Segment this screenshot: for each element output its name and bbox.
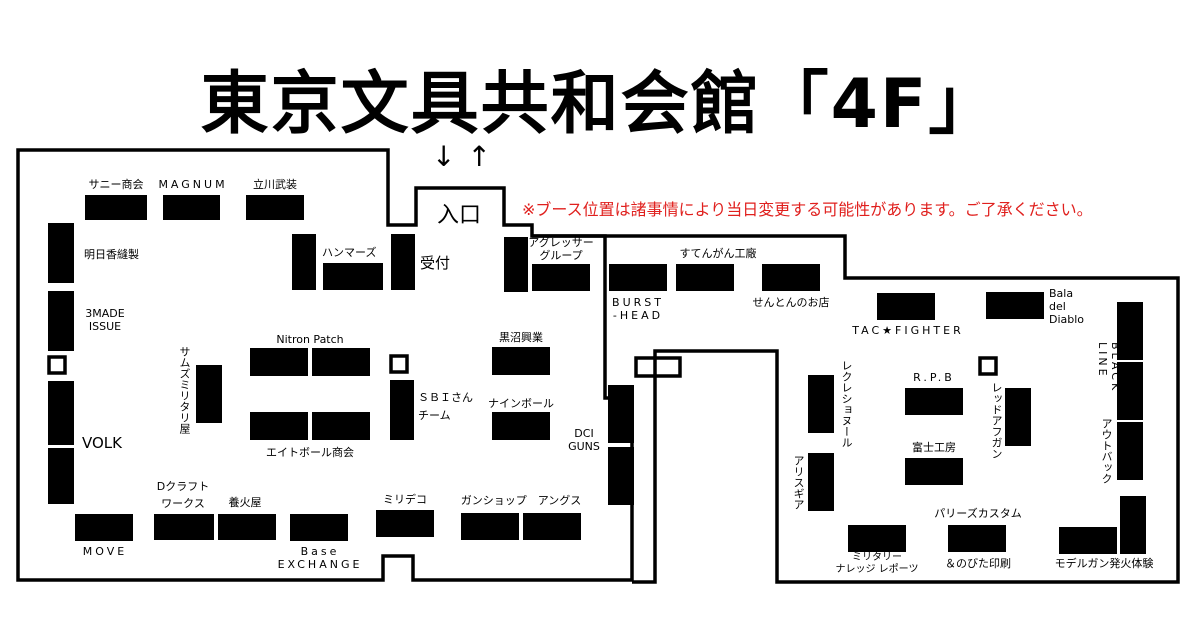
- booth-table-dci-2: [608, 447, 634, 505]
- booth-label-eightball: エイトボール商会: [266, 446, 354, 459]
- booth-label-nineball: ナインボール: [488, 397, 554, 410]
- booth-label-nobita: ＆のびた印刷: [945, 557, 1011, 570]
- booth-table-modelgun-2: [1120, 496, 1146, 554]
- booth-label-burst: BURST -HEAD: [612, 296, 664, 323]
- booth-table-volk-2: [48, 448, 74, 504]
- booth-table-milideco: [376, 510, 434, 537]
- booth-table-magnum: [163, 195, 220, 220]
- booth-table-eight-1: [250, 412, 308, 440]
- entrance-label: 入口: [437, 203, 482, 228]
- booth-table-gunshop-1: [461, 513, 519, 540]
- booth-label-tac: TAC★FIGHTER: [852, 324, 964, 337]
- booth-label-bala: Bala del Diablo: [1049, 287, 1085, 327]
- booth-label-gunshop: ガンショップ アングス: [460, 494, 582, 507]
- booth-table-senton: [762, 264, 820, 291]
- booth-label-pallies: パリーズカスタム: [934, 507, 1022, 520]
- booth-table-aggressor-2: [532, 264, 590, 291]
- booth-table-tachikawa: [246, 195, 304, 220]
- booth-table-fuji: [905, 458, 963, 485]
- booth-label-senton: せんとんのお店: [752, 296, 830, 309]
- booth-label-fuji: 富士工房: [912, 441, 956, 454]
- booth-label-sbi: ＳＢＩさん チーム: [418, 391, 473, 422]
- pillar: [47, 355, 67, 375]
- booth-label-magnum: MAGNUM: [158, 178, 228, 191]
- booth-table-nitron-2: [312, 348, 370, 376]
- booth-label-recreation: レクレショヌール: [840, 360, 853, 448]
- booth-table-volk-1: [48, 381, 74, 445]
- booth-label-asuka: 明日香縫製: [84, 248, 139, 261]
- booth-table-hammers-1: [292, 234, 316, 290]
- booth-label-dci: DCI GUNS: [568, 427, 600, 454]
- booth-label-aggressor: アグレッサー グループ: [528, 236, 594, 263]
- booth-label-alice: アリスギア: [792, 455, 805, 510]
- booth-table-sbi: [390, 380, 414, 440]
- booth-label-reception: 受付: [420, 254, 451, 272]
- booth-table-base: [290, 514, 348, 541]
- booth-label-sunny: サニー商会: [88, 178, 144, 191]
- booth-table-reception: [391, 234, 415, 290]
- booth-table-knowledge: [848, 525, 906, 552]
- booth-table-kuronuma: [492, 347, 550, 375]
- booth-label-tachikawa: 立川武装: [253, 178, 297, 191]
- booth-label-3made: 3MADE ISSUE: [85, 307, 125, 334]
- booth-table-eight-2: [312, 412, 370, 440]
- booth-tables: [48, 195, 1146, 554]
- booth-label-kuronuma: 黒沼興業: [499, 331, 543, 344]
- booth-label-base: Base EXCHANGE: [277, 545, 363, 572]
- booth-table-hammers-2: [323, 263, 383, 290]
- booth-table-hibiya: [218, 514, 276, 540]
- booth-table-gunshop-2: [523, 513, 581, 540]
- booth-table-nitron-1: [250, 348, 308, 376]
- booth-table-pallies: [948, 525, 1006, 552]
- booth-table-sutengan: [676, 264, 734, 291]
- booth-table-redoafgan: [1005, 388, 1031, 446]
- booth-table-aggressor-1: [504, 237, 528, 292]
- booth-label-hibiya: 養火屋: [228, 496, 262, 509]
- booth-label-knowledge: ミリタリー ナレッジ レポーツ: [835, 552, 919, 575]
- booth-table-bala: [986, 292, 1044, 319]
- booth-label-sutengan: すてんがん工廠: [679, 247, 757, 260]
- entrance-arrows: ↓↑: [432, 140, 503, 173]
- booth-label-outback: アウトバック: [1100, 418, 1113, 484]
- booth-label-modelgun: モデルガン発火体験: [1054, 557, 1154, 570]
- booth-table-dcraft: [154, 514, 214, 540]
- booth-table-asuka: [48, 223, 74, 283]
- booth-table-outback-2: [1117, 422, 1143, 480]
- pillar: [389, 354, 409, 374]
- booth-table-3made: [48, 291, 74, 351]
- booth-label-move: MOVE: [82, 545, 128, 558]
- page-title: 東京文具共和会館「4F」: [200, 65, 999, 144]
- hall-right-outline: [532, 234, 1180, 584]
- booth-table-alice: [808, 453, 834, 511]
- notice-text: ※ブース位置は諸事情により当日変更する可能性があります。ご了承ください。: [522, 200, 1093, 219]
- booth-label-dcraft: Dクラフト ワークス: [156, 480, 210, 510]
- booth-label-rpb: R.P.B: [913, 371, 955, 384]
- booth-label-milideco: ミリデコ: [383, 493, 427, 506]
- booth-label-hammers: ハンマーズ: [322, 246, 377, 259]
- booth-label-redoafgan: レッドアフガン: [990, 382, 1003, 459]
- booth-table-burst: [609, 264, 667, 291]
- booth-label-nitron: Nitron Patch: [276, 333, 344, 346]
- booth-table-dci-1: [608, 385, 634, 443]
- booth-label-black: BLACK LINE: [1096, 342, 1122, 394]
- booth-table-nineball: [492, 412, 550, 440]
- booth-table-tac: [877, 293, 935, 320]
- booth-table-move: [75, 514, 133, 541]
- booth-table-recreation: [808, 375, 834, 433]
- booth-table-samuzu: [196, 365, 222, 423]
- booth-table-black: [1117, 302, 1143, 360]
- pillar: [634, 356, 682, 378]
- booth-table-rpb: [905, 388, 963, 415]
- pillar: [978, 356, 998, 376]
- booth-label-samuzu: サムズミリタリ屋: [178, 346, 191, 434]
- booth-label-volk: VOLK: [82, 434, 122, 452]
- booth-table-modelgun: [1059, 527, 1117, 554]
- booth-table-sunny: [85, 195, 147, 220]
- booth-table-outback-1: [1117, 362, 1143, 420]
